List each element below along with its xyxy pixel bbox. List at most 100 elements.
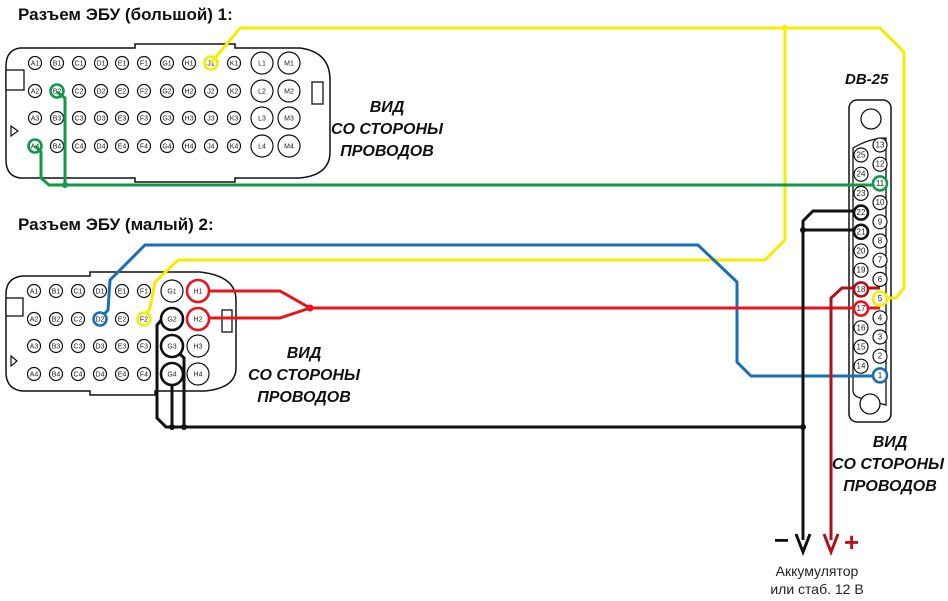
pin-label: 14 <box>857 362 866 371</box>
wire-green-b2 <box>56 90 67 185</box>
pin-label: 3 <box>878 333 883 342</box>
wire-green-a4 <box>33 144 880 187</box>
svg-text:ВИД: ВИД <box>287 345 322 362</box>
svg-text:ПРОВОДОВ: ПРОВОДОВ <box>257 389 351 406</box>
pin-label: G4 <box>162 144 171 151</box>
db25-pin-17: 17 <box>852 300 870 317</box>
db25-pin-1: 1 <box>871 367 889 384</box>
pin-label: 9 <box>878 217 883 226</box>
connector1-pin-H3: H3 <box>181 110 197 126</box>
db25-pin-11: 11 <box>871 175 889 192</box>
db25-pin-14: 14 <box>853 358 869 374</box>
db25-pin-6: 6 <box>872 271 888 287</box>
db25-pin-3: 3 <box>872 329 888 345</box>
pin-label: E3 <box>118 344 127 351</box>
connector2-pin-G4: G4 <box>159 361 185 387</box>
pin-label: J3 <box>207 116 215 123</box>
pin-label: J4 <box>207 144 215 151</box>
pin-label: 12 <box>876 160 885 169</box>
pin-label: 18 <box>857 285 866 294</box>
pin-label: 13 <box>876 141 885 150</box>
pin-label: D3 <box>97 116 106 123</box>
pin-label: G3 <box>167 344 176 351</box>
connector2-pin-D4: D4 <box>92 366 108 382</box>
connector1-pin-C1: C1 <box>71 55 87 71</box>
pin-label: 11 <box>876 179 885 188</box>
db25-pin-16: 16 <box>853 320 869 336</box>
pin-label: G1 <box>167 289 176 296</box>
pin-label: 22 <box>857 208 866 217</box>
pin-label: 23 <box>857 189 866 198</box>
connector2-pin-A4: A4 <box>26 366 42 382</box>
wire-black-22 <box>801 209 862 540</box>
db25-pin-19: 19 <box>853 262 869 278</box>
connector2-pin-D1: D1 <box>92 283 108 299</box>
connector2-view-label: ВИД СО СТОРОНЫ ПРОВОДОВ <box>248 345 361 406</box>
connector1-pin-M4: M4 <box>277 134 301 158</box>
connector1-pin-H4: H4 <box>181 138 197 154</box>
connector2-pin-H4: H4 <box>186 362 210 386</box>
pin-label: E3 <box>118 116 127 123</box>
pin-label: E2 <box>118 89 127 96</box>
connector1-pin-G3: G3 <box>159 110 175 126</box>
pin-label: D4 <box>97 144 106 151</box>
arrow-minus <box>794 533 812 557</box>
pin-label: D2 <box>97 89 106 96</box>
pin-label: K1 <box>230 61 239 68</box>
connector2-pin-B2: B2 <box>48 311 64 327</box>
connector1-pin-F1: F1 <box>136 55 152 71</box>
connector1-pin-B1: B1 <box>49 55 65 71</box>
connector1-pin-C4: C4 <box>71 138 87 154</box>
connector2-pin-A1: A1 <box>26 283 42 299</box>
db25-pins: 1312111098765432125242322212019181716151… <box>852 137 889 384</box>
pin-label: F1 <box>140 61 148 68</box>
pin-label: K2 <box>230 89 239 96</box>
pin-label: D2 <box>96 317 105 324</box>
pin-label: G2 <box>162 89 171 96</box>
connector1-pin-D2: D2 <box>93 83 109 99</box>
wire-yellow-f2 <box>142 28 787 319</box>
connector2-pin-H2: H2 <box>185 306 211 332</box>
connector1-pin-B4: B4 <box>49 138 65 154</box>
pin-label: 20 <box>857 247 866 256</box>
pin-label: B3 <box>52 344 61 351</box>
connector1-pin-K2: K2 <box>226 83 242 99</box>
pin-label: 16 <box>857 323 866 332</box>
connector1-pin-G2: G2 <box>159 83 175 99</box>
pin-label: B2 <box>52 317 61 324</box>
connector2-pin-F3: F3 <box>136 338 152 354</box>
pin-label: L3 <box>258 116 266 123</box>
pin-label: L1 <box>258 61 266 68</box>
db25-pin-25: 25 <box>853 147 869 163</box>
db25-pin-2: 2 <box>872 348 888 364</box>
connector1-pin-E4: E4 <box>114 138 130 154</box>
connector1-pin-H2: H2 <box>181 83 197 99</box>
connector2-pin-G3: G3 <box>159 333 185 359</box>
db25-pin-22: 22 <box>852 204 870 221</box>
pin-label: E4 <box>118 144 127 151</box>
connector2-pin-D3: D3 <box>92 338 108 354</box>
pin-label: C4 <box>75 144 84 151</box>
junction-yellow <box>782 25 788 31</box>
pin-label: 19 <box>857 266 866 275</box>
svg-text:ВИД: ВИД <box>873 434 908 451</box>
pin-label: J1 <box>207 61 215 68</box>
pin-label: C1 <box>74 289 83 296</box>
pin-label: 1 <box>878 371 883 380</box>
connector2-pin-C2: C2 <box>70 311 86 327</box>
pin-label: L4 <box>258 144 266 151</box>
pin-label: K3 <box>230 116 239 123</box>
pin-label: H3 <box>185 116 194 123</box>
connector2-pin-E3: E3 <box>114 338 130 354</box>
db25-pin-21: 21 <box>852 223 870 241</box>
connector1-pin-D1: D1 <box>93 55 109 71</box>
connector1-view-label: ВИД СО СТОРОНЫ ПРОВОДОВ <box>331 99 444 160</box>
pin-label: E4 <box>118 372 127 379</box>
svg-text:СО СТОРОНЫ: СО СТОРОНЫ <box>331 121 444 138</box>
connector2-pin-G1: G1 <box>160 279 184 303</box>
connector2-pin-G2: G2 <box>159 306 185 332</box>
connector1-pin-D4: D4 <box>93 138 109 154</box>
